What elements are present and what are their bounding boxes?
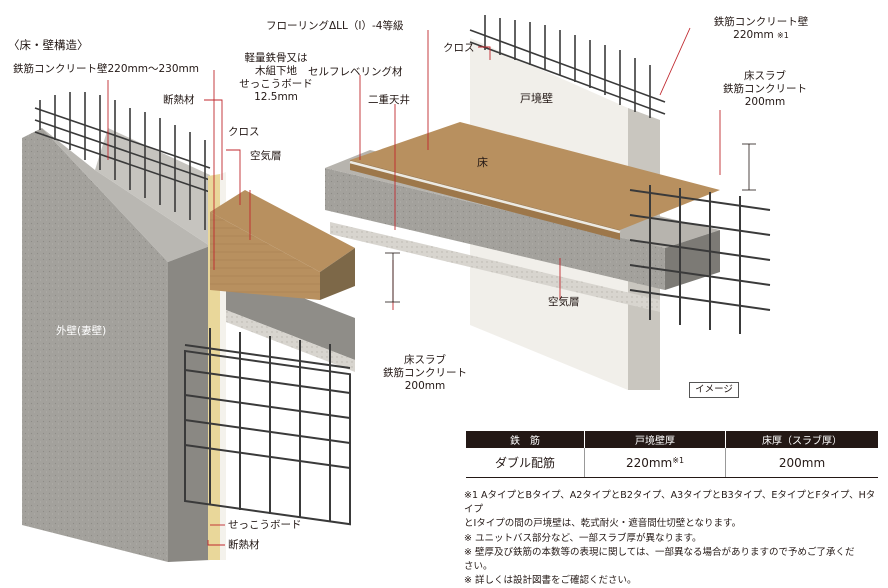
label-cloth-left: クロス xyxy=(228,126,260,138)
note-line: ※1 AタイプとBタイプ、A2タイプとB2タイプ、A3タイプとB3タイプ、Eタイ… xyxy=(464,490,876,516)
label-boundary-wall: 戸境壁 xyxy=(520,92,553,105)
label-light-steel-line3: せっこうボード xyxy=(239,78,313,90)
spec-header-wall-thickness: 戸境壁厚 xyxy=(584,431,726,448)
left-wall-rebar xyxy=(34,92,211,230)
label-floor-slab-right: 床スラブ 鉄筋コンクリート 200mm xyxy=(720,70,810,109)
label-floor-slab-right-line1: 床スラブ xyxy=(744,70,786,82)
spec-table-row: ダブル配筋 220mm※1 200mm xyxy=(466,448,878,478)
left-floor-slab xyxy=(210,190,355,372)
label-floor-slab-center-line1: 床スラブ xyxy=(404,354,446,366)
label-air-layer-right: 空気層 xyxy=(548,296,580,308)
label-air-layer-left: 空気層 xyxy=(250,150,282,162)
label-gypsum-bottom: せっこうボード xyxy=(228,519,302,531)
label-cloth-right: クロス xyxy=(443,42,475,54)
label-rebar-wall-right-value: 220mm xyxy=(733,29,774,41)
spec-cell-wall-mark: ※1 xyxy=(672,455,685,465)
label-floor: 床 xyxy=(477,156,488,169)
spec-table-header-row: 鉄 筋 戸境壁厚 床厚（スラブ厚） xyxy=(466,431,878,448)
label-rebar-wall-left: 鉄筋コンクリート壁220mm〜230mm xyxy=(13,63,199,75)
label-outer-wall: 外壁(妻壁) xyxy=(56,325,107,337)
label-rebar-wall-right: 鉄筋コンクリート壁 220mm ※1 xyxy=(706,16,816,42)
label-floor-slab-center: 床スラブ 鉄筋コンクリート 200mm xyxy=(378,354,472,393)
label-floor-slab-right-line2: 鉄筋コンクリート xyxy=(723,83,807,95)
note-line: ※ 詳しくは設計図書をご確認ください。 xyxy=(464,575,637,587)
image-badge: イメージ xyxy=(689,382,739,398)
dimension-markers xyxy=(385,143,756,303)
right-bottom-rebar-cage xyxy=(629,185,771,334)
label-light-steel-line1: 軽量鉄骨又は xyxy=(244,52,308,64)
spec-header-floor-thickness: 床厚（スラブ厚） xyxy=(725,431,878,448)
spec-table: 鉄 筋 戸境壁厚 床厚（スラブ厚） ダブル配筋 220mm※1 200mm xyxy=(466,431,878,478)
label-floor-slab-right-line3: 200mm xyxy=(744,96,786,108)
note-line: ※ ユニットバス部分など、一部スラブ厚が異なります。 xyxy=(464,532,702,544)
label-floor-slab-center-line3: 200mm xyxy=(404,380,446,392)
notes: ※1 AタイプとBタイプ、A2タイプとB2タイプ、A3タイプとB3タイプ、Eタイ… xyxy=(464,489,882,588)
spec-cell-rebar: ダブル配筋 xyxy=(466,448,585,478)
note-line: さい。 xyxy=(464,561,493,573)
label-rebar-wall-right-mark: ※1 xyxy=(777,31,789,40)
label-flooring: フローリングΔLL（I）-4等級 xyxy=(266,20,404,32)
label-insulation-top: 断熱材 xyxy=(163,94,195,106)
label-floor-slab-center-line2: 鉄筋コンクリート xyxy=(383,367,467,379)
label-rebar-wall-right-line2: 220mm ※1 xyxy=(706,29,816,42)
label-self-leveling: セルフレベリング材 xyxy=(308,66,403,78)
label-light-steel: 軽量鉄骨又は 木組下地 せっこうボード 12.5mm xyxy=(234,52,318,104)
section-title: 〈床・壁構造〉 xyxy=(8,38,89,52)
left-bottom-rebar-cage xyxy=(184,328,351,526)
note-line: とIタイプの間の戸境壁は、乾式耐火・遮音間仕切壁となります。 xyxy=(464,518,742,530)
spec-header-rebar: 鉄 筋 xyxy=(466,431,585,448)
note-line: ※ 壁厚及び鉄筋の本数等の表現に関しては、一部異なる場合がありますので予めご了承… xyxy=(464,546,855,558)
spec-cell-wall-value: 220mm xyxy=(625,455,673,470)
spec-cell-wall-thickness: 220mm※1 xyxy=(584,448,726,478)
label-double-ceiling: 二重天井 xyxy=(368,94,410,106)
spec-cell-floor-thickness: 200mm xyxy=(725,448,878,478)
right-wall-rebar xyxy=(469,15,666,118)
label-insulation-bottom: 断熱材 xyxy=(228,539,260,551)
label-light-steel-line4: 12.5mm xyxy=(254,91,298,103)
label-light-steel-line2: 木組下地 xyxy=(255,65,297,77)
outer-wall-block xyxy=(22,128,210,562)
label-rebar-wall-right-line1: 鉄筋コンクリート壁 xyxy=(713,16,809,28)
